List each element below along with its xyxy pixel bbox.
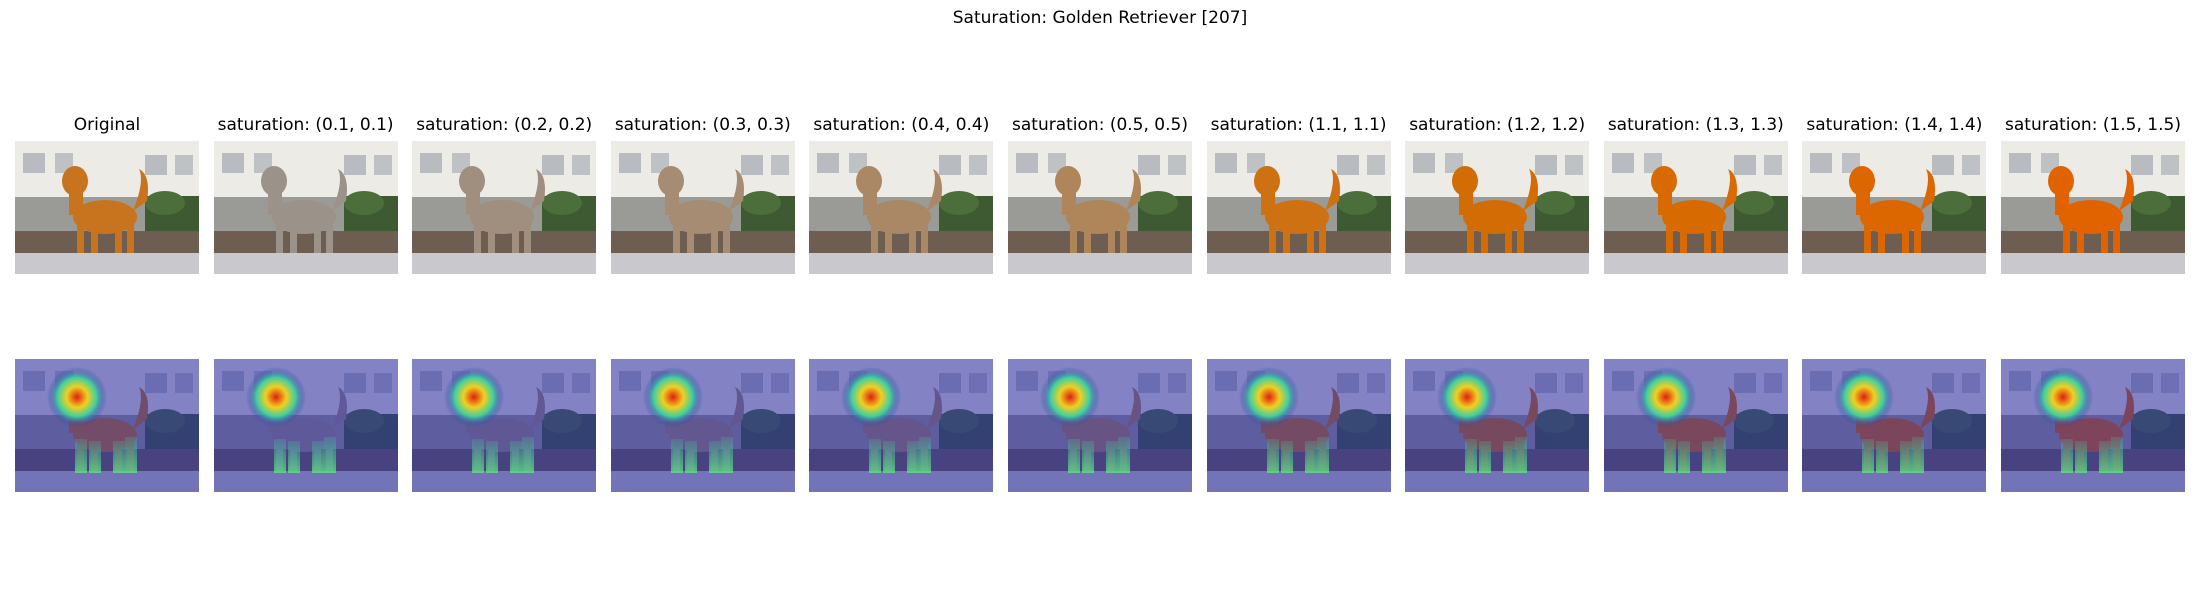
panel-column: saturation: (1.1, 1.1): [1206, 0, 1391, 600]
photo-panel: [1405, 141, 1590, 274]
dog-photo: [1603, 141, 1788, 274]
dog-shape: [1849, 166, 1936, 253]
dog-shape: [1452, 166, 1539, 253]
photo-panel: [15, 141, 199, 274]
panel-column: saturation: (0.2, 0.2): [412, 0, 597, 600]
heatmap-overlay: [2001, 359, 2185, 492]
panel-title: saturation: (0.5, 0.5): [1012, 115, 1188, 135]
heatmap-panel: [1405, 359, 1590, 492]
heatmap-panel: [213, 359, 398, 492]
photo-panel: [1603, 141, 1788, 274]
panel-column: saturation: (0.1, 0.1): [213, 0, 398, 600]
heatmap-overlay: [610, 359, 795, 492]
heatmap-overlay: [412, 359, 597, 492]
heatmap-overlay: [1008, 359, 1192, 492]
panel-column: saturation: (0.3, 0.3): [610, 0, 795, 600]
heatmap-panel: [1206, 359, 1391, 492]
panel-title: saturation: (1.2, 1.2): [1409, 115, 1586, 135]
heatmap-overlay: [213, 359, 398, 492]
heatmap-panel: [1008, 359, 1192, 492]
panel-column: saturation: (0.4, 0.4): [809, 0, 994, 600]
panel-title: saturation: (0.2, 0.2): [416, 115, 593, 135]
photo-panel: [1008, 141, 1192, 274]
photo-panel: [610, 141, 795, 274]
photo-panel: [213, 141, 398, 274]
figure-title: Saturation: Golden Retriever [207]: [952, 8, 1248, 28]
panel-column: saturation: (1.5, 1.5): [2001, 0, 2185, 600]
dog-shape: [1650, 166, 1737, 253]
dog-photo: [213, 141, 398, 274]
heatmap-overlay: [1405, 359, 1590, 492]
panel-title: saturation: (0.3, 0.3): [614, 115, 791, 135]
heatmap-overlay: [1802, 359, 1987, 492]
dog-photo: [610, 141, 795, 274]
heatmap-panel: [610, 359, 795, 492]
dog-photo: [1206, 141, 1391, 274]
panel-title: saturation: (0.4, 0.4): [813, 115, 990, 135]
heatmap-panel: [809, 359, 994, 492]
dog-photo: [1008, 141, 1192, 274]
panel-title: saturation: (1.5, 1.5): [2005, 115, 2181, 135]
dog-photo: [2001, 141, 2185, 274]
panel-column: saturation: (1.2, 1.2): [1405, 0, 1590, 600]
photo-panel: [1802, 141, 1987, 274]
dog-photo: [809, 141, 994, 274]
dog-shape: [1253, 166, 1340, 253]
dog-shape: [62, 166, 148, 253]
heatmap-panel: [1603, 359, 1788, 492]
photo-panel: [412, 141, 597, 274]
dog-photo: [1802, 141, 1987, 274]
dog-shape: [657, 166, 744, 253]
panel-column: saturation: (1.4, 1.4): [1802, 0, 1987, 600]
dog-shape: [856, 166, 943, 253]
heatmap-panel: [15, 359, 199, 492]
dog-shape: [2048, 166, 2134, 253]
heatmap-overlay: [1603, 359, 1788, 492]
heatmap-overlay: [809, 359, 994, 492]
dog-photo: [1405, 141, 1590, 274]
photo-panel: [2001, 141, 2185, 274]
photo-panel: [809, 141, 994, 274]
heatmap-panel: [1802, 359, 1987, 492]
dog-shape: [1055, 166, 1141, 253]
panel-title: saturation: (1.1, 1.1): [1210, 115, 1387, 135]
photo-panel: [1206, 141, 1391, 274]
heatmap-panel: [412, 359, 597, 492]
dog-shape: [260, 166, 347, 253]
heatmap-overlay: [1206, 359, 1391, 492]
dog-photo: [412, 141, 597, 274]
panel-column: saturation: (0.5, 0.5): [1008, 0, 1192, 600]
dog-shape: [459, 166, 546, 253]
panel-column: Original: [15, 0, 199, 600]
heatmap-overlay: [15, 359, 199, 492]
panel-title: saturation: (1.3, 1.3): [1607, 115, 1784, 135]
panel-title: Original: [73, 115, 141, 135]
panel-title: saturation: (0.1, 0.1): [217, 115, 394, 135]
dog-photo: [15, 141, 199, 274]
panel-grid: Original: [15, 0, 2185, 600]
heatmap-panel: [2001, 359, 2185, 492]
panel-title: saturation: (1.4, 1.4): [1806, 115, 1983, 135]
panel-column: saturation: (1.3, 1.3): [1603, 0, 1788, 600]
